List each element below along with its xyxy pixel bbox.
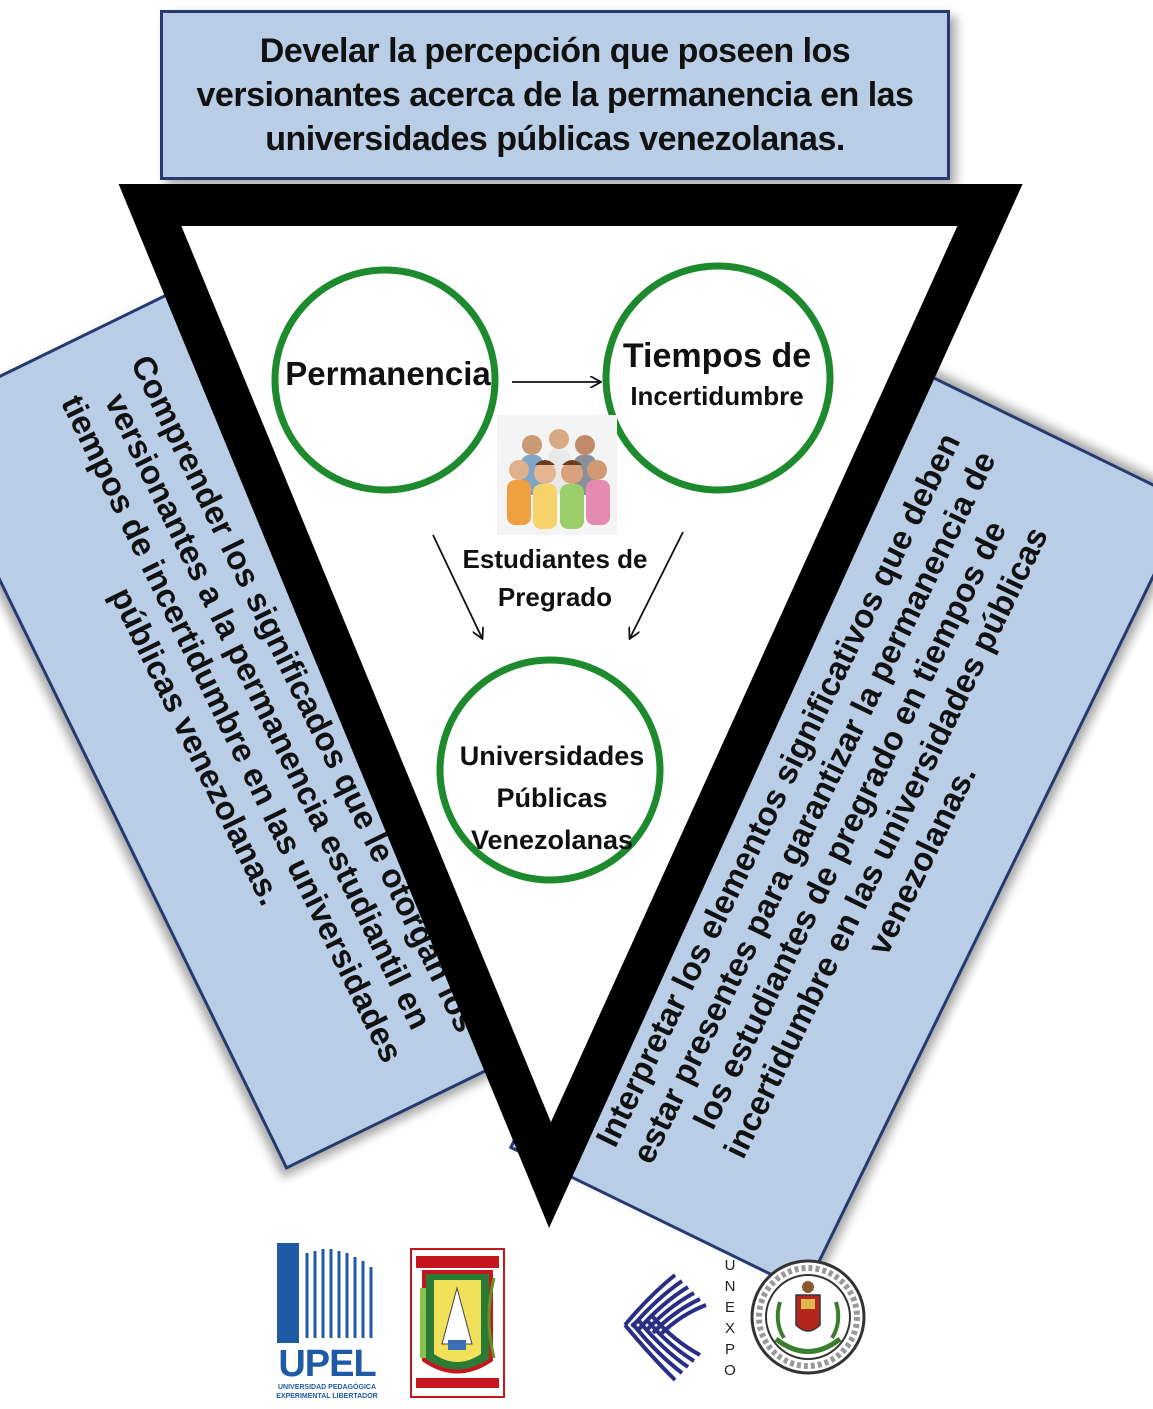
arrow-right-to-universidades [630, 531, 684, 638]
students-label-line1: Estudiantes de [462, 544, 648, 574]
ucv-seal-icon [750, 1259, 866, 1375]
university-crest-icon [410, 1248, 505, 1398]
unexpo-letter: E [724, 1299, 735, 1316]
upel-subtitle: UNIVERSIDAD PEDAGÓGICA EXPERIMENTAL LIBE… [272, 1383, 382, 1401]
objective-top-box: Develar la percepción que poseen los ver… [160, 10, 950, 180]
upel-subtitle-line1: UNIVERSIDAD PEDAGÓGICA [277, 1384, 376, 1391]
unexpo-letter: N [724, 1278, 736, 1295]
students-photo [497, 415, 617, 535]
upel-wordmark: UPEL [278, 1343, 376, 1385]
label-universidades-line2: Públicas [496, 783, 608, 813]
circle-universidades [436, 656, 664, 884]
objective-top-text: Develar la percepción que poseen los ver… [196, 32, 914, 158]
upel-emblem-icon [277, 1243, 373, 1343]
unexpo-letters: U N E X P O [720, 1255, 740, 1381]
label-permanencia: Permanencia [285, 355, 491, 392]
circle-permanencia [271, 266, 499, 494]
upel-logo: UPEL UNIVERSIDAD PEDAGÓGICA EXPERIMENTAL… [276, 1243, 378, 1403]
unexpo-letter: U [724, 1257, 736, 1274]
label-tiempos: Tiempos de Incertidumbre [612, 335, 822, 415]
label-tiempos-line1: Tiempos de [622, 337, 812, 375]
unexpo-letter: P [724, 1341, 735, 1358]
label-universidades: Universidades Públicas Venezolanas [452, 735, 652, 861]
label-universidades-line1: Universidades [459, 741, 645, 771]
arrow-left-to-universidades [432, 534, 482, 638]
unexpo-logo: U N E X P O [620, 1255, 740, 1395]
unexpo-letter: O [724, 1362, 736, 1379]
students-label-line2: Pregrado [497, 582, 613, 612]
circle-tiempos [602, 262, 834, 494]
upel-subtitle-line2: EXPERIMENTAL LIBERTADOR [276, 1393, 378, 1400]
unexpo-emblem-icon [623, 1273, 707, 1382]
unexpo-letter: X [724, 1320, 735, 1337]
label-tiempos-line2: Incertidumbre [630, 381, 804, 411]
students-label: Estudiantes de Pregrado [440, 540, 670, 616]
label-universidades-line3: Venezolanas [470, 825, 634, 855]
